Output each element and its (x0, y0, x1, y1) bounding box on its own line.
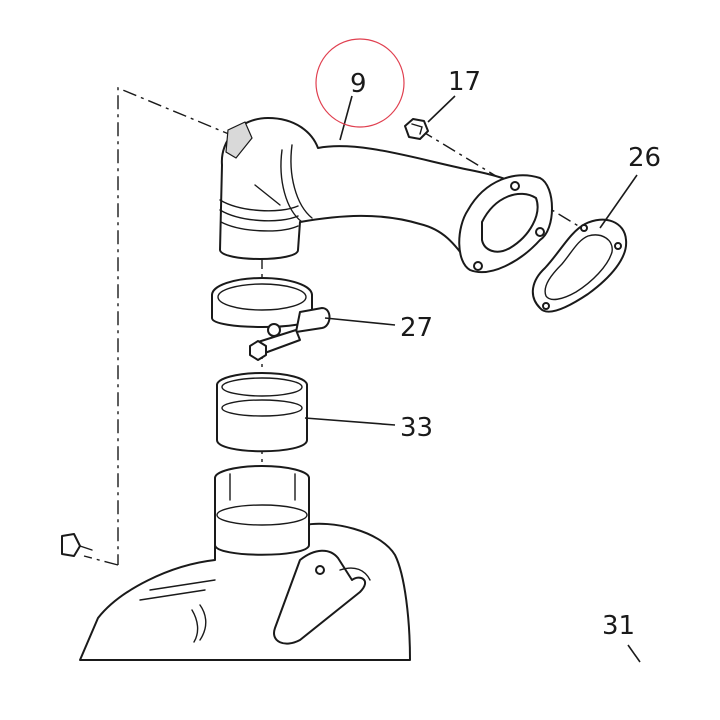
gasket-part-26[interactable] (531, 218, 628, 313)
callout-labels: 9 17 26 27 33 31 (350, 67, 661, 641)
callout-9[interactable]: 9 (350, 69, 367, 99)
sleeve-part-33[interactable] (216, 372, 308, 453)
callout-31[interactable]: 31 (602, 611, 635, 641)
muffler-part-31[interactable] (61, 465, 411, 661)
callout-27[interactable]: 27 (400, 313, 433, 343)
callout-33[interactable]: 33 (400, 413, 433, 443)
highlight-circle-9 (315, 38, 405, 128)
callout-17[interactable]: 17 (448, 67, 481, 97)
leader-lines (304, 95, 641, 663)
callout-26[interactable]: 26 (628, 143, 661, 173)
nut-part-17[interactable] (404, 118, 429, 140)
exhaust-pipe-part-9[interactable] (219, 117, 553, 274)
clamp-part-27[interactable] (211, 277, 331, 361)
